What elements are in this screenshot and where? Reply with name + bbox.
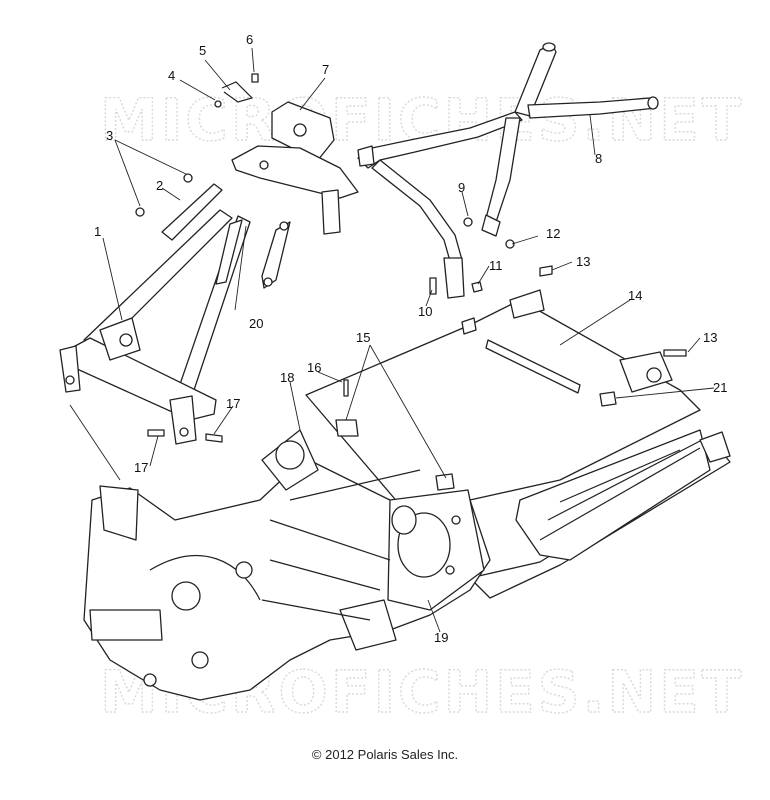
callout-7: 7 xyxy=(322,62,329,77)
callout-16: 16 xyxy=(307,360,321,375)
front-strut-assembly xyxy=(59,209,251,445)
callout-11: 11 xyxy=(489,258,503,273)
callout-19: 19 xyxy=(434,630,448,645)
rod-and-linkage xyxy=(215,219,291,289)
callout-labels: 1 2 3 4 5 6 7 8 9 10 11 12 13 13 14 15 1… xyxy=(94,32,727,645)
callout-15: 15 xyxy=(356,330,370,345)
clip-and-fasteners xyxy=(214,73,259,108)
callout-9: 9 xyxy=(458,180,465,195)
callout-21: 21 xyxy=(713,380,727,395)
upper-frame-tube xyxy=(357,42,659,299)
callout-6: 6 xyxy=(246,32,253,47)
copyright-notice: © 2012 Polaris Sales Inc. xyxy=(311,747,459,762)
callout-8: 8 xyxy=(595,151,602,166)
fasteners xyxy=(147,217,687,491)
tunnel xyxy=(305,289,701,506)
callout-13b: 13 xyxy=(703,330,717,345)
callout-10: 10 xyxy=(418,304,432,319)
callout-17a: 17 xyxy=(226,396,240,411)
callout-5: 5 xyxy=(199,43,206,58)
callout-14: 14 xyxy=(628,288,642,303)
leader-lines xyxy=(69,47,715,633)
callout-18: 18 xyxy=(280,370,294,385)
callout-12: 12 xyxy=(546,226,560,241)
callout-13a: 13 xyxy=(576,254,590,269)
callout-20: 20 xyxy=(249,316,263,331)
callout-4: 4 xyxy=(168,68,175,83)
short-strut xyxy=(135,173,223,241)
running-board xyxy=(469,429,731,599)
callout-2: 2 xyxy=(156,178,163,193)
chassis-bulkhead xyxy=(83,429,491,701)
callout-1: 1 xyxy=(94,224,101,239)
callout-17b: 17 xyxy=(134,460,148,475)
callout-3: 3 xyxy=(106,128,113,143)
steering-bracket xyxy=(231,101,359,235)
